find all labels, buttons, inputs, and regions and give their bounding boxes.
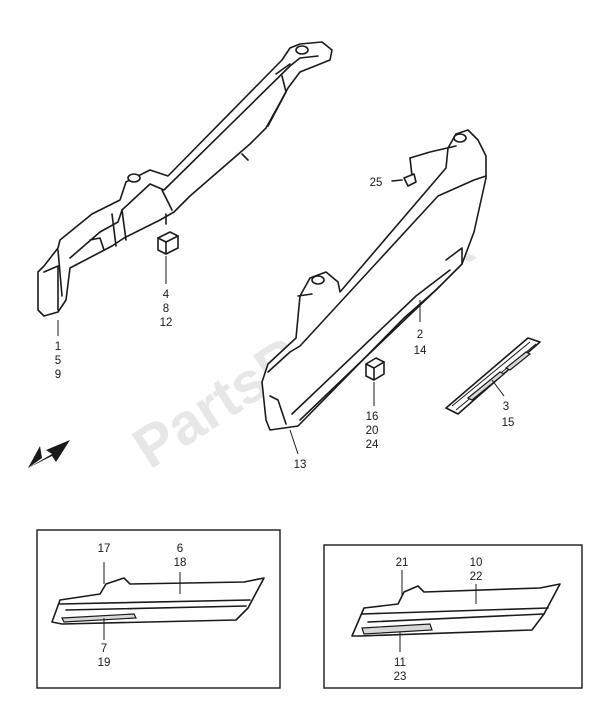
label-15: 15 bbox=[502, 417, 515, 429]
grommet-icon bbox=[127, 173, 141, 183]
screw-part bbox=[391, 145, 457, 187]
label-8: 8 bbox=[163, 303, 169, 315]
label-24: 24 bbox=[366, 439, 379, 451]
label-19: 19 bbox=[98, 657, 111, 669]
left-frame-cover bbox=[37, 41, 333, 317]
label-12: 12 bbox=[160, 317, 173, 329]
label-11: 11 bbox=[394, 657, 406, 669]
label-2: 2 bbox=[417, 329, 423, 341]
emblem-part bbox=[445, 337, 541, 415]
label-5: 5 bbox=[55, 355, 61, 367]
grommet-part bbox=[157, 231, 179, 255]
grommet-icon bbox=[453, 133, 467, 143]
grommet-icon bbox=[311, 275, 325, 285]
label-21: 21 bbox=[396, 557, 409, 569]
leader-lines bbox=[57, 256, 505, 455]
label-23: 23 bbox=[394, 671, 407, 683]
inset-box-right bbox=[323, 544, 583, 689]
label-22: 22 bbox=[470, 571, 483, 583]
label-16: 16 bbox=[366, 411, 379, 423]
direction-arrow-icon bbox=[28, 440, 70, 468]
part-labels: 1 5 9 4 8 12 25 2 14 3 15 16 20 24 13 17… bbox=[55, 177, 515, 683]
label-6: 6 bbox=[177, 543, 183, 555]
grommet-part bbox=[365, 357, 385, 381]
label-14: 14 bbox=[414, 345, 427, 357]
label-9: 9 bbox=[55, 369, 61, 381]
label-10: 10 bbox=[470, 557, 483, 569]
label-7: 7 bbox=[101, 643, 107, 655]
right-side-cover bbox=[261, 129, 487, 431]
label-17: 17 bbox=[98, 543, 111, 555]
label-1: 1 bbox=[55, 341, 61, 353]
grommet-icon bbox=[295, 45, 309, 55]
inset-box-left bbox=[36, 529, 281, 689]
label-18: 18 bbox=[174, 557, 187, 569]
label-13: 13 bbox=[294, 459, 307, 471]
label-20: 20 bbox=[366, 425, 379, 437]
label-3: 3 bbox=[503, 401, 509, 413]
label-4: 4 bbox=[163, 289, 170, 301]
label-25: 25 bbox=[370, 177, 383, 189]
